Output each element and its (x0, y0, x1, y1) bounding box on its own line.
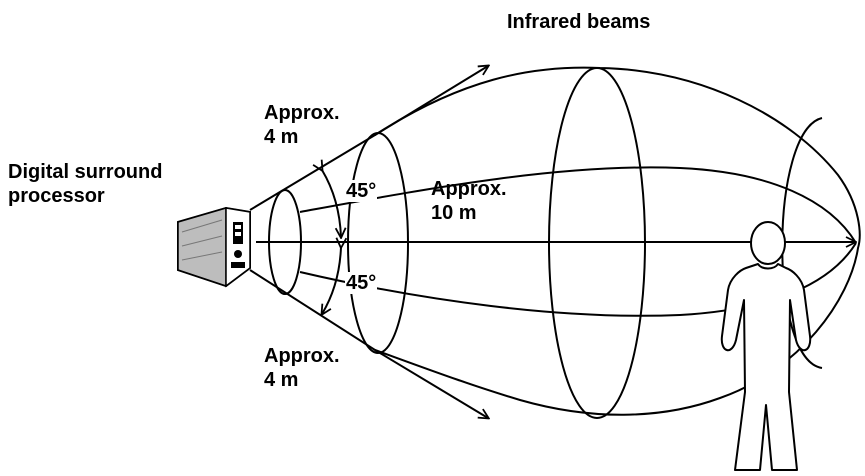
beam-contour-upper (299, 166, 857, 244)
range-top-line2: 4 m (264, 126, 299, 148)
range-bottom-line1: Approx. (264, 345, 340, 367)
beam-arrow-top (374, 66, 488, 136)
beam-arrow-bottom (374, 349, 488, 418)
beam-envelope (249, 66, 861, 416)
processor-device-icon (177, 206, 251, 288)
processor-label: Digital surround processor (8, 160, 162, 208)
angle-arc-upper (322, 170, 341, 237)
range-label-top: Approx. 4 m (264, 101, 340, 149)
angle-label-lower: 45° (345, 272, 378, 294)
person-silhouette-icon (720, 221, 812, 471)
range-label-bottom: Approx. 4 m (264, 344, 340, 392)
angle-label-upper: 45° (345, 180, 378, 202)
range-forward-line2: 10 m (431, 202, 477, 224)
range-forward-line1: Approx. (431, 178, 507, 200)
title-infrared-beams: Infrared beams (507, 11, 651, 33)
angle-arc-lower (322, 247, 341, 314)
range-top-line1: Approx. (264, 102, 340, 124)
processor-label-line1: Digital surround (8, 161, 163, 183)
range-bottom-line2: 4 m (264, 369, 299, 391)
beam-contour-lower (299, 242, 857, 317)
processor-label-line2: processor (8, 185, 105, 207)
range-label-forward: Approx. 10 m (431, 177, 507, 225)
